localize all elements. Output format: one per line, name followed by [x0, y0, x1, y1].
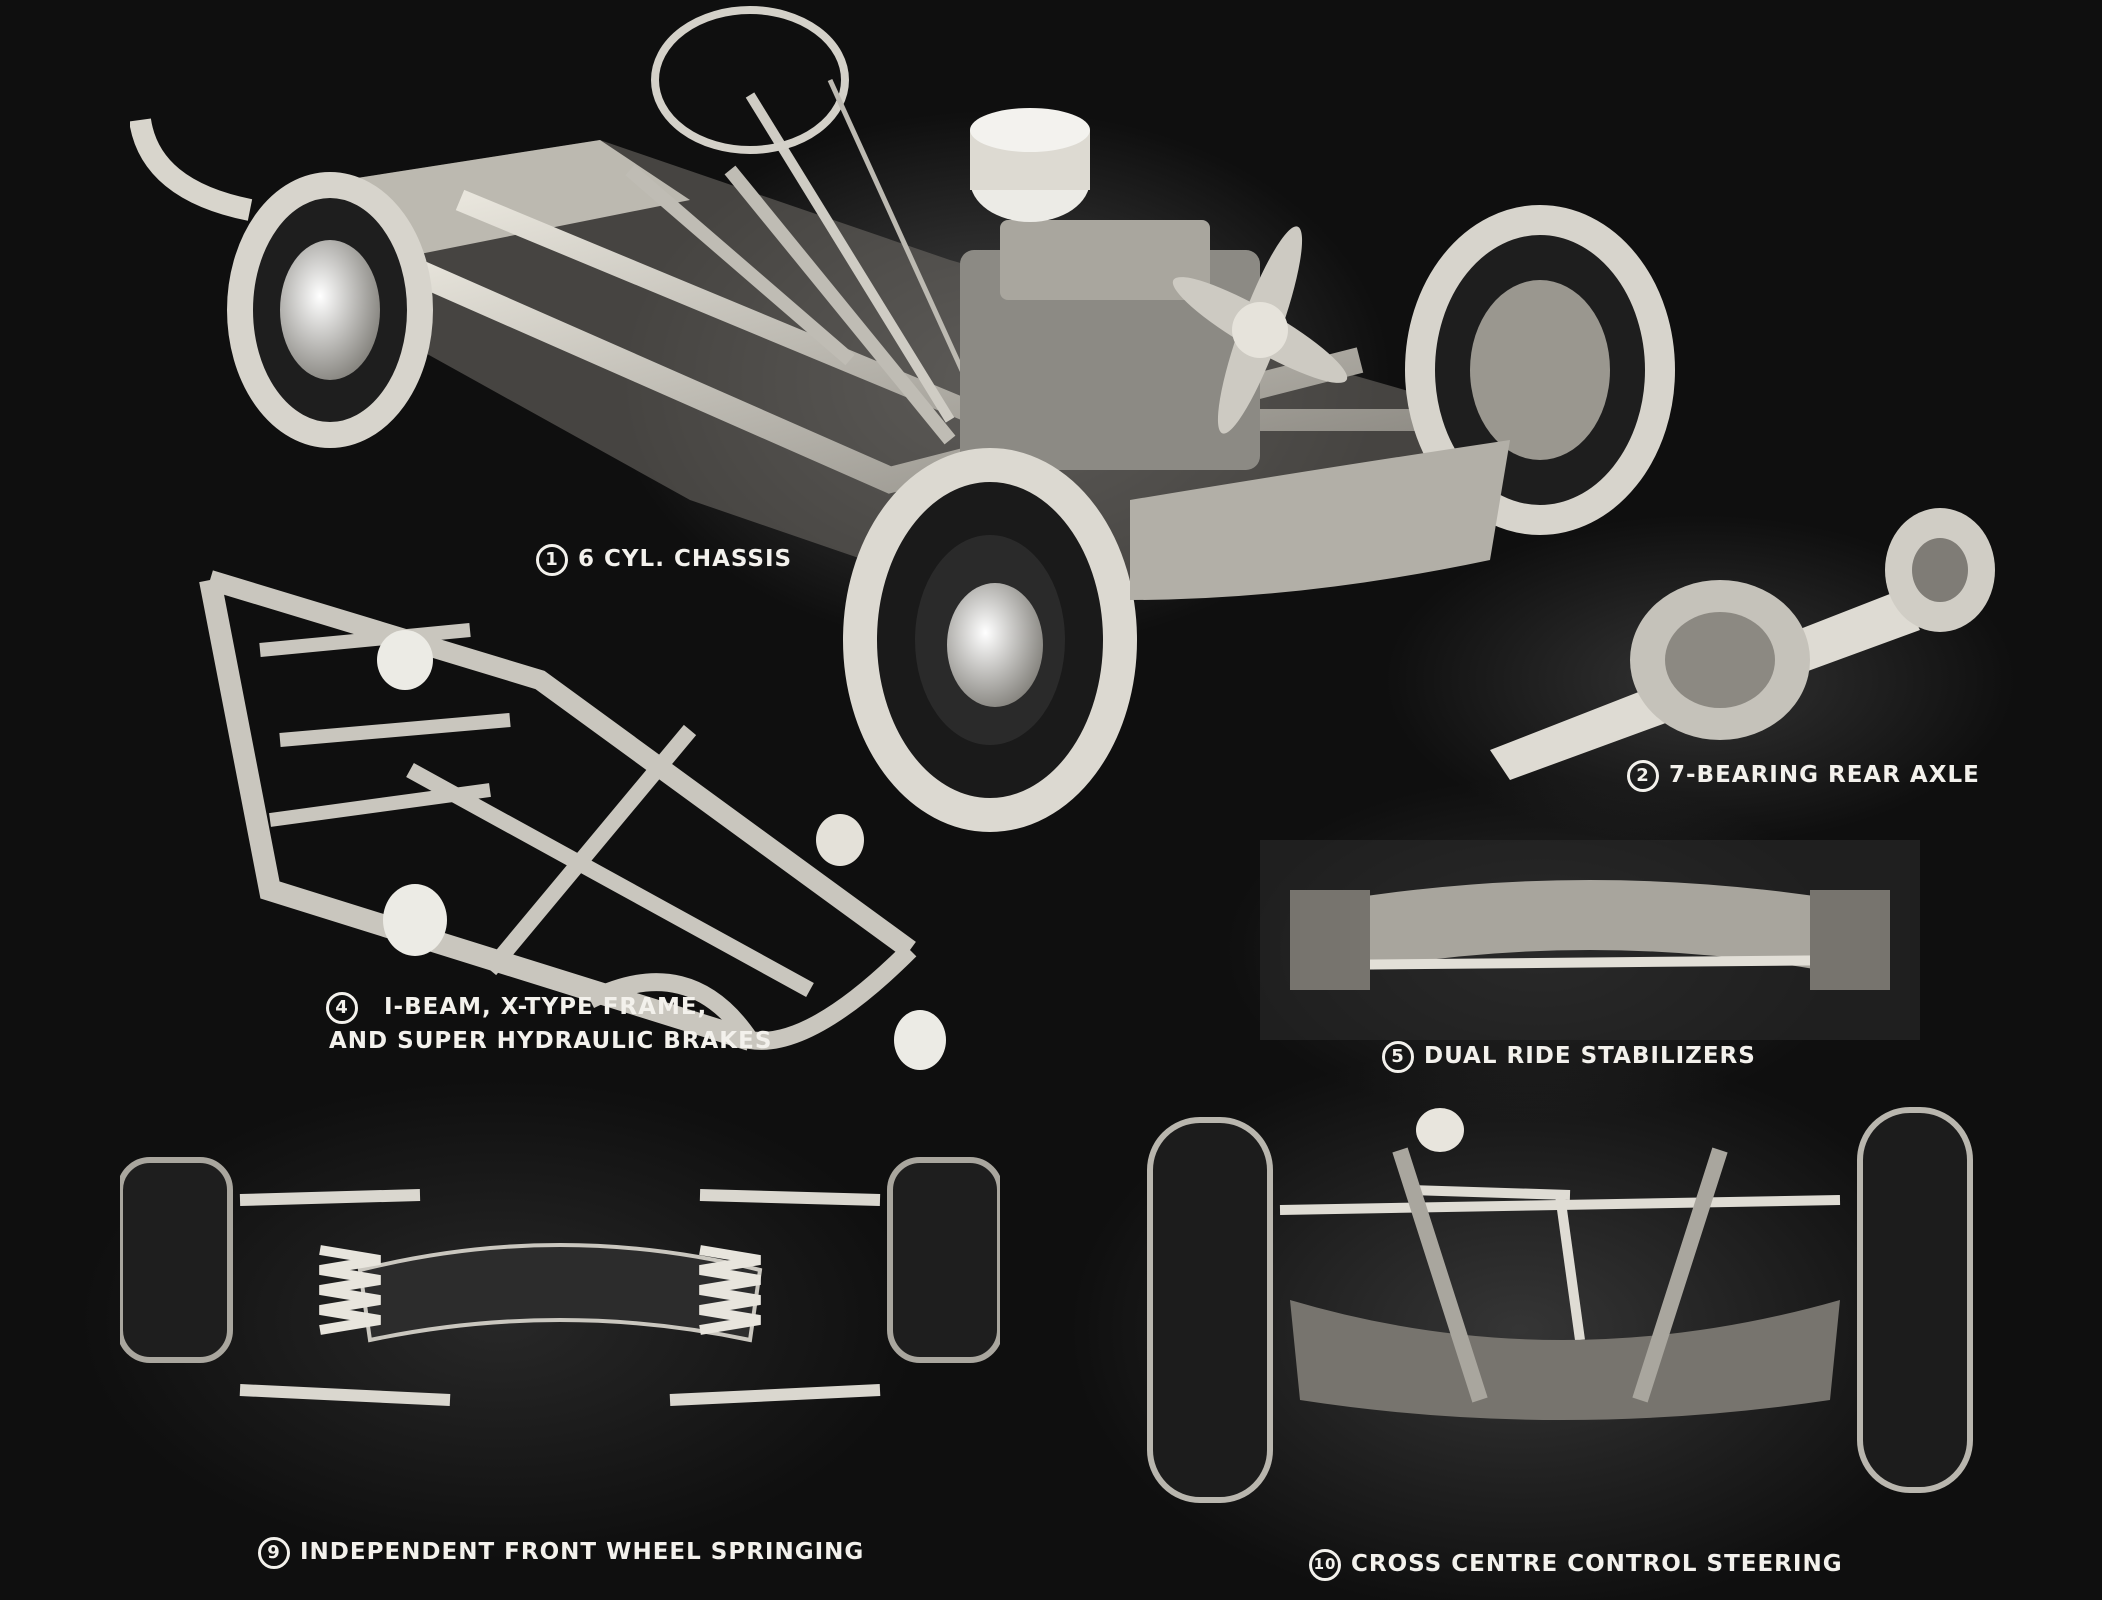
- caption-rear-axle-text: 7-BEARING REAR AXLE: [1669, 762, 1980, 788]
- caption-number-4: 4: [326, 991, 358, 1024]
- springing-photo: [120, 1157, 1000, 1406]
- caption-number-9: 9: [258, 1536, 290, 1569]
- rear-axle-photo: [1490, 508, 1995, 780]
- caption-chassis: 1 6 CYL. CHASSIS: [536, 542, 792, 576]
- frame-photo: [199, 570, 946, 1070]
- caption-stabilizer: 5 DUAL RIDE STABILIZERS: [1382, 1039, 1756, 1073]
- caption-stabilizer-text: DUAL RIDE STABILIZERS: [1424, 1043, 1756, 1069]
- caption-chassis-text: 6 CYL. CHASSIS: [578, 546, 793, 572]
- caption-frame-line-1: 4 I-BEAM, X-TYPE FRAME,: [326, 990, 772, 1024]
- caption-rear-axle: 2 7-BEARING REAR AXLE: [1627, 758, 1980, 792]
- caption-frame-line-2: AND SUPER HYDRAULIC BRAKES: [329, 1028, 773, 1054]
- caption-steering: 10 CROSS CENTRE CONTROL STEERING: [1309, 1547, 1843, 1581]
- caption-frame-text-1: I-BEAM, X-TYPE FRAME,: [384, 994, 708, 1020]
- caption-number-1: 1: [536, 543, 568, 576]
- stabilizer-photo: [1260, 840, 1920, 1040]
- steering-photo: [1147, 1107, 1973, 1503]
- chassis-photo: [130, 6, 1675, 832]
- caption-number-10: 10: [1309, 1548, 1341, 1581]
- caption-number-2: 2: [1627, 759, 1659, 792]
- caption-springing: 9 INDEPENDENT FRONT WHEEL SPRINGING: [258, 1535, 864, 1569]
- caption-steering-text: CROSS CENTRE CONTROL STEERING: [1351, 1551, 1843, 1577]
- caption-springing-text: INDEPENDENT FRONT WHEEL SPRINGING: [300, 1539, 865, 1565]
- caption-number-5: 5: [1382, 1040, 1414, 1073]
- caption-frame: 4 I-BEAM, X-TYPE FRAME, AND SUPER HYDRAUL…: [326, 990, 772, 1058]
